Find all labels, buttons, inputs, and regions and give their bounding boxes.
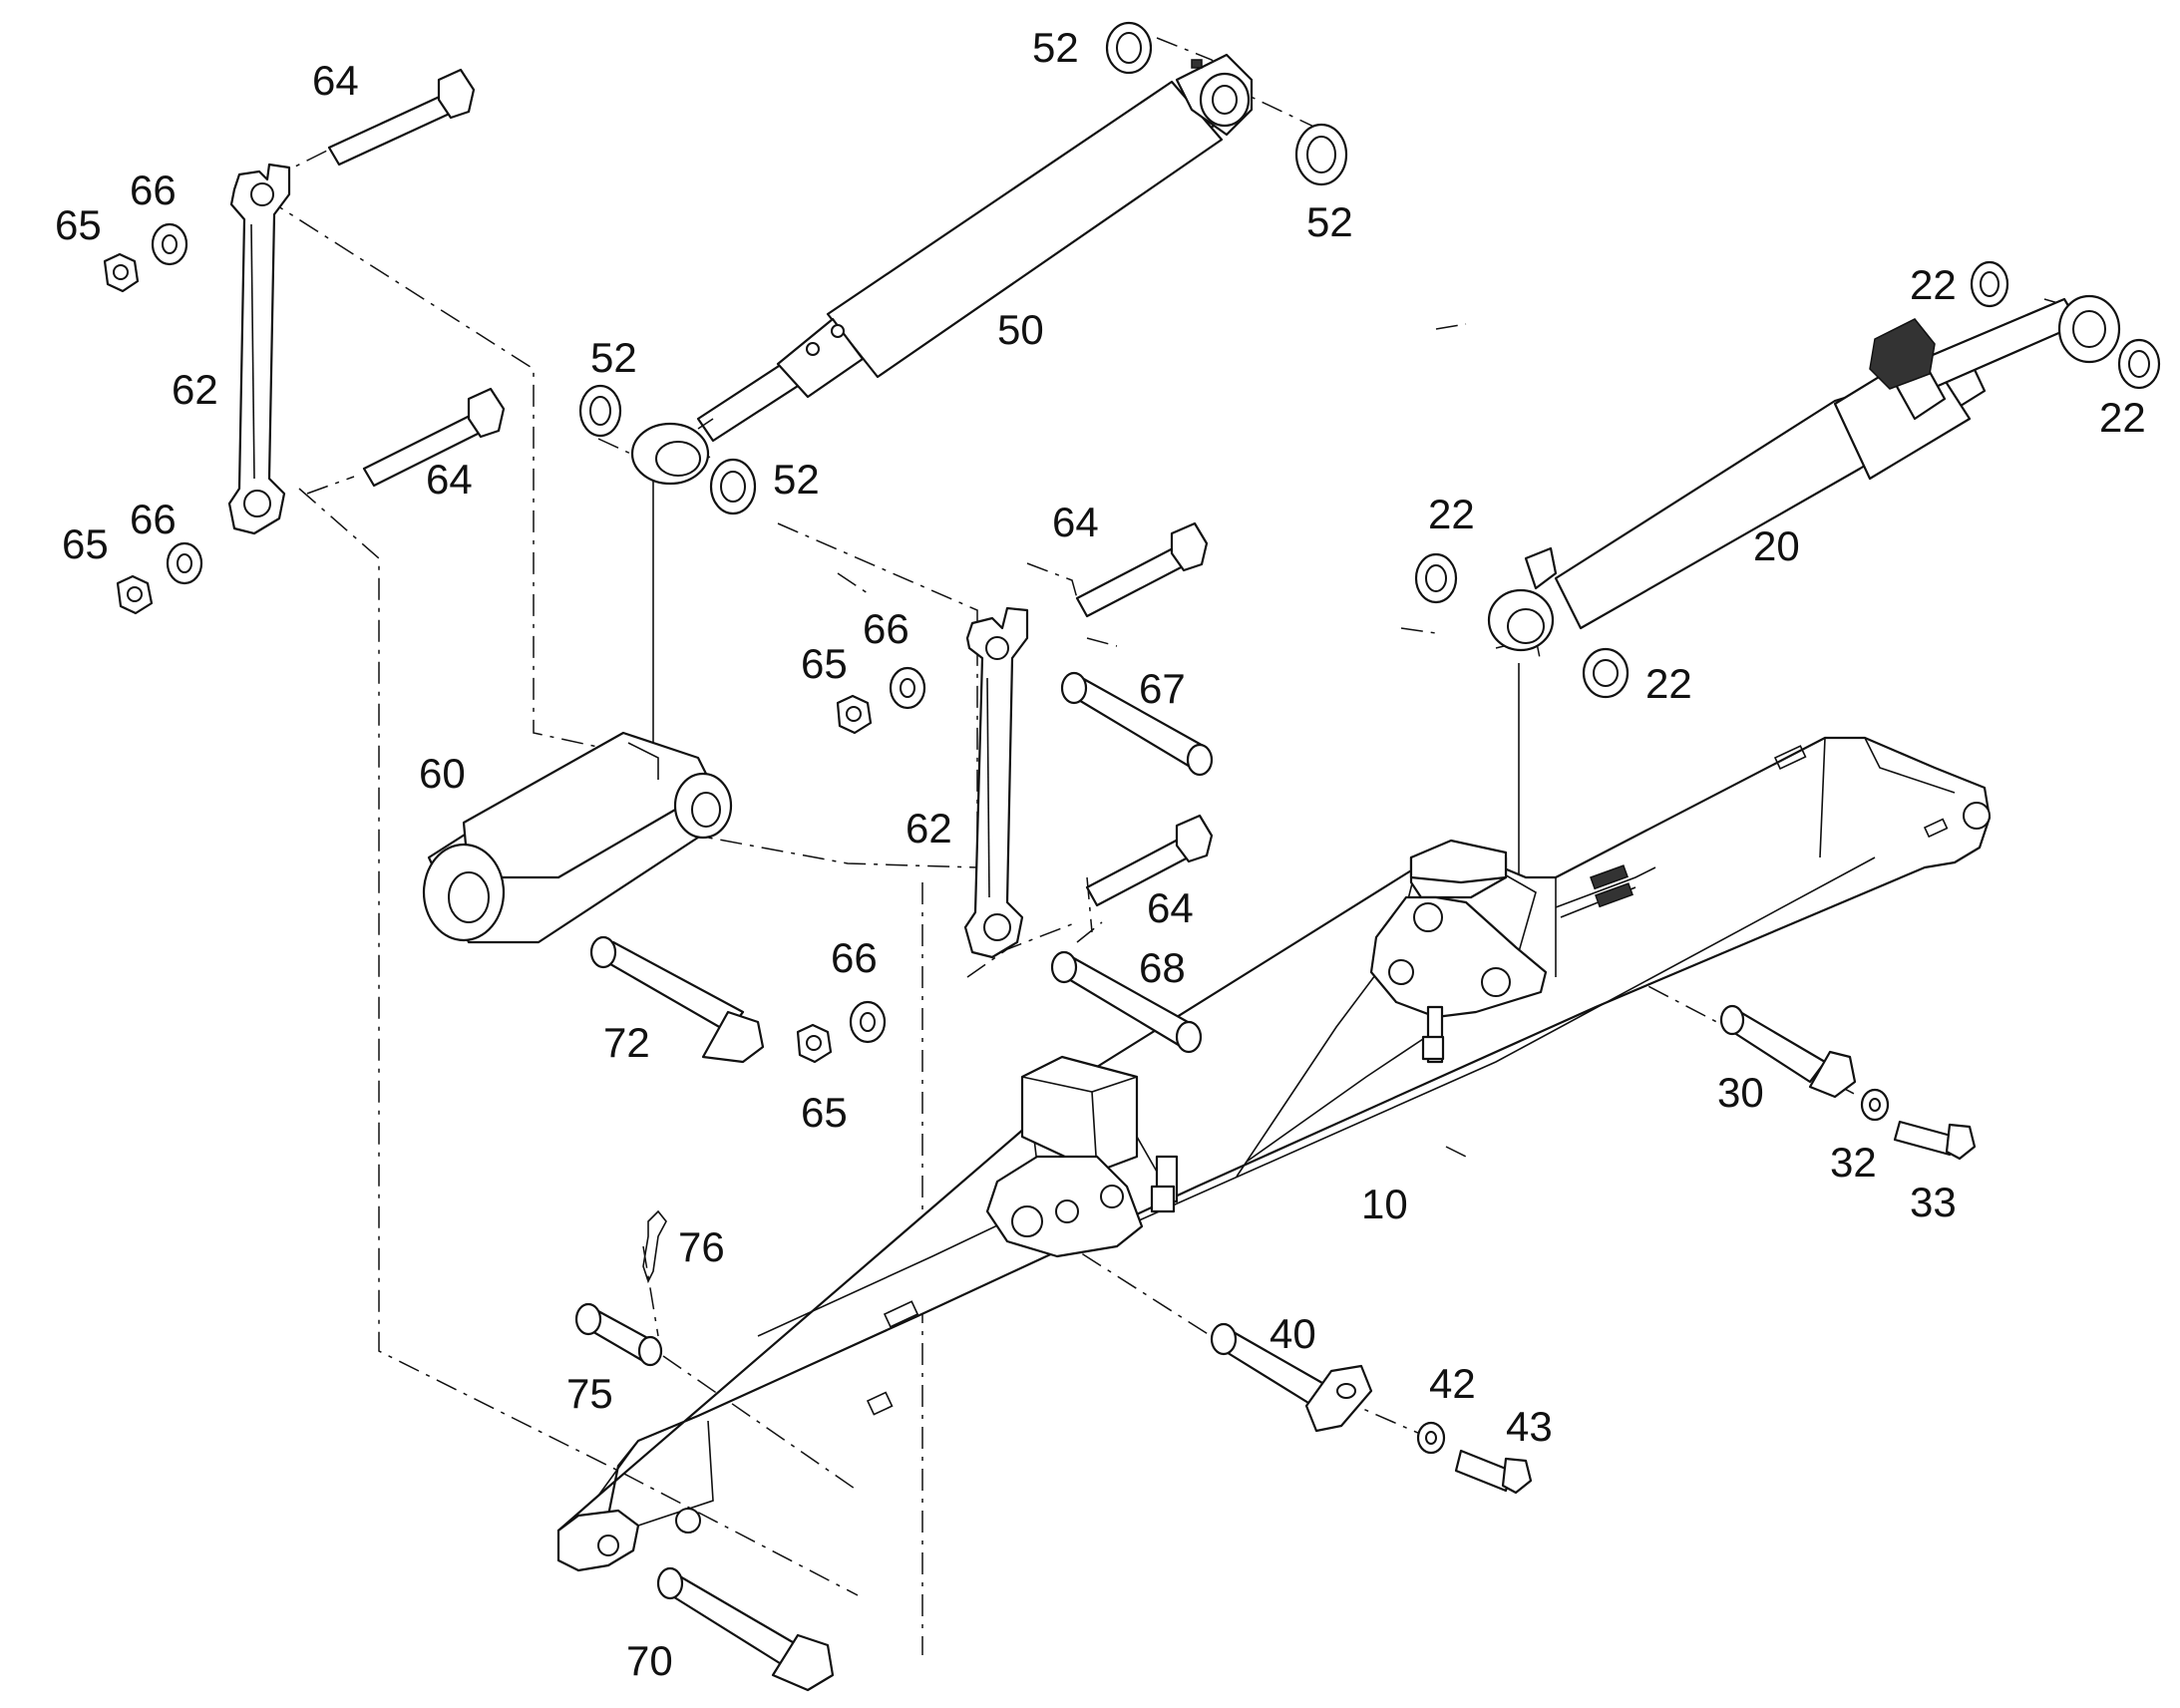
callout-67: 67 [1139,665,1186,712]
bolt-part-33 [1893,1120,1977,1161]
callout-70: 70 [626,1637,673,1684]
callout-52-top: 52 [1032,24,1079,71]
pin-part-68 [1050,950,1203,1054]
pin-part-75 [574,1302,663,1367]
callout-75: 75 [566,1370,613,1417]
callout-65-left-lower: 65 [62,520,109,567]
callout-32: 32 [1830,1139,1877,1186]
nuts-part-65 [103,252,873,1064]
callout-64-top: 64 [312,57,359,104]
callout-50: 50 [997,306,1044,353]
callout-65-center-top: 65 [801,640,848,687]
bolt-part-43 [1454,1449,1533,1495]
callout-72: 72 [603,1019,650,1066]
bolts-part-64 [327,68,1214,907]
callout-66-left-lower: 66 [130,496,177,542]
callout-60: 60 [419,750,466,797]
link-plate-part-62-center [963,606,1029,959]
callout-22-lower: 22 [1645,660,1692,707]
callout-64-center-lower: 64 [1147,884,1194,931]
callout-20: 20 [1753,522,1800,569]
pin-part-70 [656,1566,835,1692]
seal-rings-part-22 [1414,260,2161,699]
washers-part-66 [151,222,926,1044]
washer-part-32 [1860,1088,1890,1122]
callout-66-center-lower: 66 [831,934,878,981]
callout-42: 42 [1429,1360,1476,1407]
callout-43: 43 [1506,1403,1553,1450]
callout-64-left-lower: 64 [426,456,473,503]
callout-65-top: 65 [55,201,102,248]
pin-part-40 [1210,1322,1373,1433]
callout-68: 68 [1139,944,1186,991]
callout-52-right: 52 [1306,198,1353,245]
callout-labels: 64 66 65 62 64 66 65 52 52 50 52 52 22 2… [55,24,2146,1684]
callout-22-right: 22 [2099,394,2146,441]
main-boom-part-10 [556,736,1992,1572]
callout-33: 33 [1910,1179,1957,1225]
callout-66-top: 66 [130,167,177,213]
callout-66-center-top: 66 [863,605,909,652]
callout-62-center: 62 [906,805,952,852]
callout-30: 30 [1717,1069,1764,1116]
callout-10: 10 [1361,1181,1408,1227]
callout-22-top: 22 [1910,261,1957,308]
pin-part-67 [1060,671,1214,777]
callout-64-center-top: 64 [1052,499,1099,545]
hydraulic-cylinder-part-20 [1487,294,2121,652]
callout-40: 40 [1270,1310,1316,1357]
callout-65-center-lower: 65 [801,1089,848,1136]
pin-part-30 [1719,1004,1857,1099]
callout-52-left: 52 [590,334,637,381]
callout-76: 76 [678,1223,725,1270]
callout-62-left: 62 [172,366,218,413]
seal-rings-part-52 [578,21,1348,515]
callout-22-left: 22 [1428,491,1475,537]
link-bracket-part-60 [422,731,733,944]
washer-part-42 [1416,1421,1446,1455]
pin-part-72 [589,935,765,1064]
callout-52-lower: 52 [773,456,820,503]
hydraulic-cylinder-part-50 [630,53,1254,486]
link-plate-part-62-left [227,163,291,535]
clip-part-76 [642,1209,667,1284]
